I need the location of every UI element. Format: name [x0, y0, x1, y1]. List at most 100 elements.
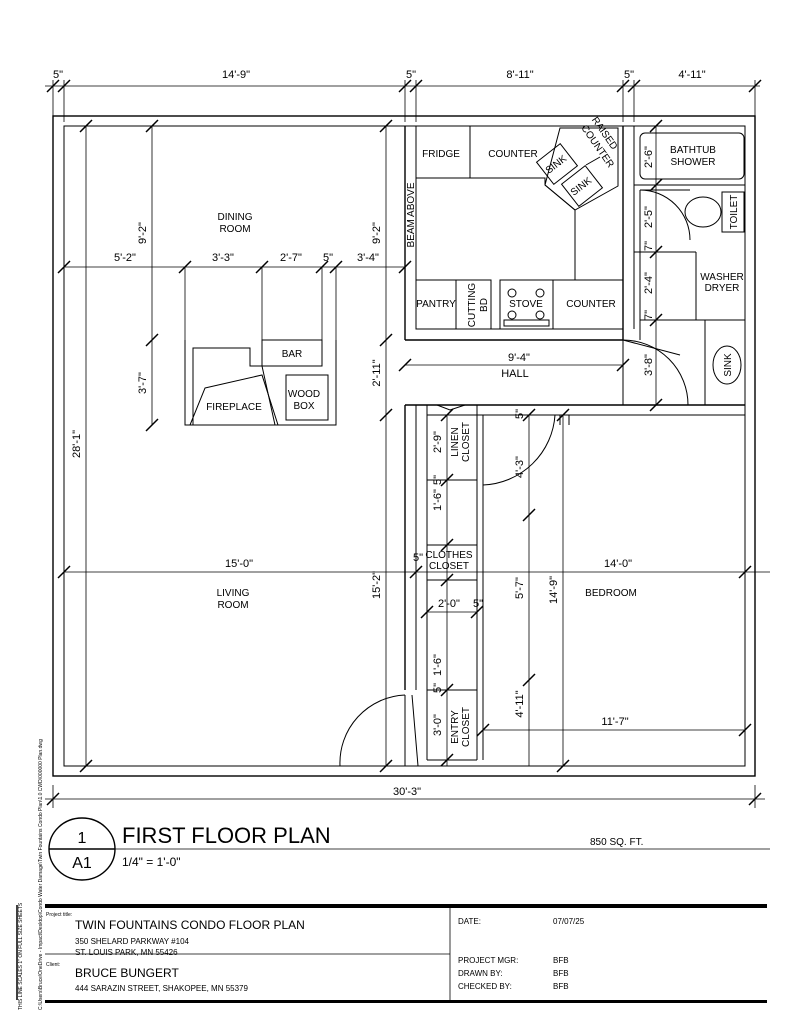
dim-5-7: 5'-7"	[514, 577, 526, 599]
dim-14-9: 14'-9"	[548, 576, 560, 604]
dim-top-14-9: 14'-9"	[222, 69, 250, 81]
dim-7a: 7"	[643, 241, 655, 251]
label-sink-a: SINK	[544, 153, 569, 176]
label-beam-above: BEAM ABOVE	[406, 182, 417, 247]
label-sink-b: SINK	[569, 175, 594, 198]
dim-4-3: 4'-3"	[514, 456, 526, 478]
dim-4-11: 4'-11"	[514, 690, 526, 717]
dim-2-9: 2'-9"	[432, 431, 444, 453]
dim-top-5b: 5"	[406, 69, 416, 81]
label-entry: ENTRY	[450, 710, 461, 744]
sheet-code: A1	[72, 855, 92, 872]
date-value: 07/07/25	[553, 917, 585, 926]
drawn-label: DRAWN BY:	[458, 969, 503, 978]
interior-dimension-lines	[57, 119, 770, 773]
dim-9-2-left: 9'-2"	[137, 222, 149, 244]
label-cutting-bd: BD	[479, 298, 490, 312]
dim-2-6: 2'-6"	[643, 146, 655, 168]
dim-14-0: 14'-0"	[604, 558, 632, 570]
dim-28-1: 28'-1"	[71, 430, 83, 458]
checked-value: BFB	[553, 982, 569, 991]
label-shower: SHOWER	[671, 157, 716, 168]
dim-5i: 5"	[432, 683, 444, 693]
label-toilet: TOILET	[729, 195, 740, 230]
dim-3-7: 3'-7"	[137, 372, 149, 394]
label-linen-closet: CLOSET	[461, 422, 472, 462]
dim-top-4-11: 4'-11"	[678, 69, 705, 81]
label-pantry: PANTRY	[416, 299, 456, 310]
pm-value: BFB	[553, 956, 569, 965]
bath-fixtures: BATHTUB SHOWER TOILET WASHER DRYER SINK	[639, 132, 745, 385]
dim-top-8-11: 8'-11"	[506, 69, 533, 81]
side-scale-note: THIS LINE SCALES 1" ON FULL SIZE SHEETS	[18, 902, 24, 1010]
dim-3-4: 3'-4"	[357, 252, 379, 264]
kitchen-fixtures: FRIDGE COUNTER RAISED COUNTER SINK SINK …	[406, 115, 623, 330]
label-living-room: ROOM	[217, 600, 248, 611]
label-entry-closet: CLOSET	[461, 707, 472, 747]
project-title-label: Project title:	[46, 912, 72, 918]
label-box: BOX	[293, 401, 314, 412]
sheet-area: 850 SQ. FT.	[590, 837, 643, 848]
dim-15-0: 15'-0"	[225, 558, 253, 570]
label-cutting: CUTTING	[467, 283, 478, 328]
label-fridge: FRIDGE	[422, 149, 460, 160]
bottom-dimension: 30'-3"	[45, 785, 765, 808]
top-dimension-string: 5" 14'-9" 5" 8'-11" 5" 4'-11"	[45, 69, 762, 122]
dim-3-0: 3'-0"	[432, 714, 444, 736]
dim-2-5: 2'-5"	[643, 206, 655, 228]
client-name: BRUCE BUNGERT	[75, 966, 179, 980]
title-block: Project title: TWIN FOUNTAINS CONDO FLOO…	[16, 739, 767, 1010]
label-counter-right: COUNTER	[566, 299, 615, 310]
room-labels: DINING ROOM LIVING ROOM BEDROOM	[217, 212, 637, 611]
client-label: Client:	[46, 962, 60, 968]
sheet-scale: 1/4" = 1'-0"	[122, 855, 181, 869]
label-fireplace: FIREPLACE	[206, 402, 262, 413]
label-bar: BAR	[282, 349, 303, 360]
side-file-path: C:\Users\Bruce\OneDrive - Impact\Desktop…	[38, 739, 44, 1010]
label-dryer: DRYER	[705, 283, 740, 294]
doors	[339, 189, 691, 767]
dim-5f: 5"	[432, 475, 444, 485]
dim-1-6-a: 1'-6"	[432, 489, 444, 511]
date-label: DATE:	[458, 917, 481, 926]
dim-5-2: 5'-2"	[114, 252, 136, 264]
interior-dimension-texts: 9'-2" 9'-2" 5'-2" 3'-3" 2'-7" 5" 3'-4" 2…	[71, 146, 655, 747]
dim-2-0: 2'-0"	[438, 598, 460, 610]
label-dining-room: ROOM	[219, 224, 250, 235]
dim-7b: 7"	[643, 310, 655, 320]
label-wood: WOOD	[288, 389, 320, 400]
label-washer: WASHER	[700, 272, 744, 283]
label-hall: HALL	[501, 368, 529, 380]
dim-9-2-right: 9'-2"	[371, 222, 383, 244]
dim-11-7: 11'-7"	[601, 716, 628, 728]
dim-1-6-b: 1'-6"	[432, 654, 444, 676]
dim-3-8: 3'-8"	[643, 354, 655, 376]
dim-top-5c: 5"	[624, 69, 634, 81]
dim-5g: 5"	[413, 552, 423, 564]
label-stove: STOVE	[509, 299, 543, 310]
label-bedroom: BEDROOM	[585, 588, 637, 599]
label-clothes: CLOTHES	[425, 550, 473, 561]
label-linen: LINEN	[450, 427, 461, 456]
label-living: LIVING	[217, 588, 250, 599]
dim-5e: 5"	[514, 409, 526, 419]
client-address: 444 SARAZIN STREET, SHAKOPEE, MN 55379	[75, 984, 249, 993]
project-title: TWIN FOUNTAINS CONDO FLOOR PLAN	[75, 918, 305, 932]
fireplace-area: BAR FIREPLACE WOOD BOX	[184, 339, 337, 426]
sheet-number: 1	[78, 830, 87, 847]
dim-2-4: 2'-4"	[643, 272, 655, 294]
dim-3-3: 3'-3"	[212, 252, 234, 264]
dim-15-2: 15'-2"	[371, 571, 383, 599]
project-address-1: 350 SHELARD PARKWAY #104	[75, 937, 190, 946]
label-utility-sink: SINK	[723, 353, 734, 377]
label-clothes-closet: CLOSET	[429, 561, 469, 572]
dim-5h: 5"	[473, 598, 483, 610]
sheet-title-block: 1 A1 FIRST FLOOR PLAN 1/4" = 1'-0" 850 S…	[48, 817, 770, 881]
dim-2-11: 2'-11"	[371, 359, 383, 386]
checked-label: CHECKED BY:	[458, 982, 512, 991]
dim-2-7: 2'-7"	[280, 252, 302, 264]
label-dining: DINING	[218, 212, 253, 223]
dim-30-3: 30'-3"	[393, 786, 421, 798]
drawn-value: BFB	[553, 969, 569, 978]
label-counter-top: COUNTER	[488, 149, 537, 160]
